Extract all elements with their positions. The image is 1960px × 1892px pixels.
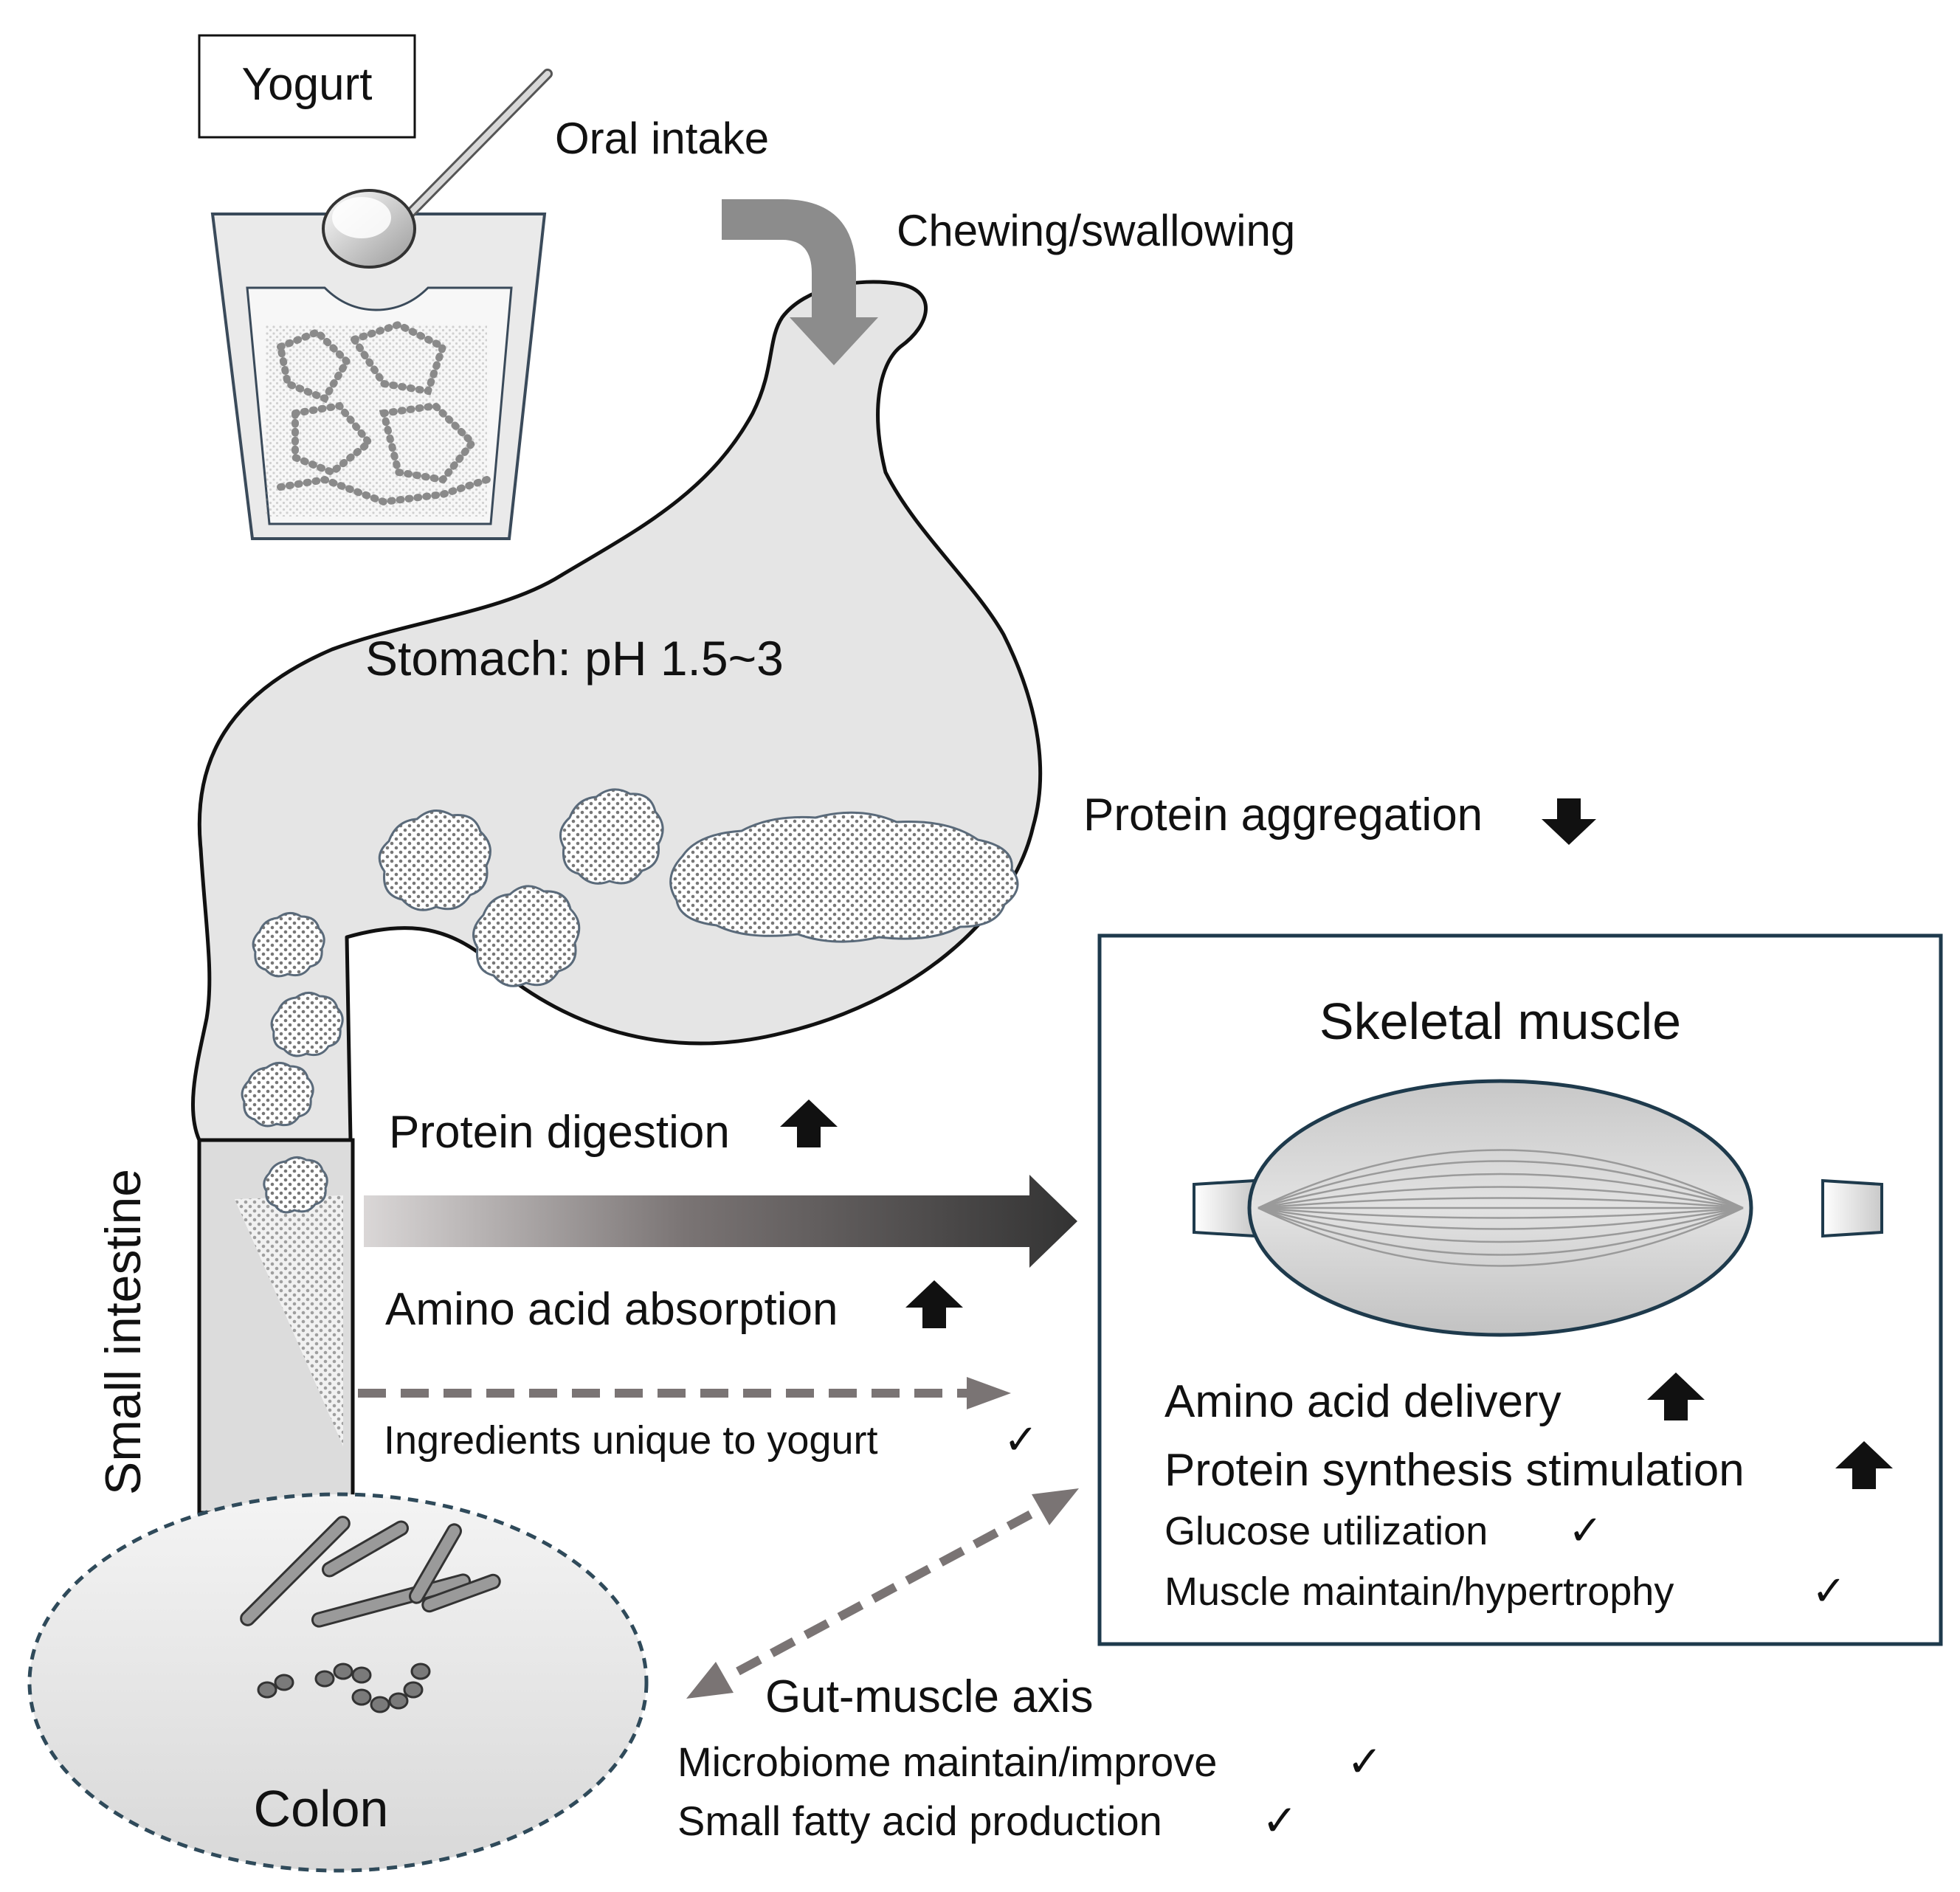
gut-muscle-axis-label: Gut-muscle axis <box>765 1671 1093 1722</box>
maintain-check-icon: ✓ <box>1812 1567 1846 1614</box>
microbiome-check-icon: ✓ <box>1347 1738 1383 1786</box>
glucose-check-icon: ✓ <box>1568 1507 1603 1553</box>
absorption-flow-arrow <box>364 1175 1077 1268</box>
gut-muscle-axis-arrow <box>686 1488 1079 1699</box>
small-intestine-label: Small intestine <box>95 1169 151 1495</box>
ingredients-dashed-arrow <box>358 1377 1011 1409</box>
chewing-label: Chewing/swallowing <box>897 206 1295 255</box>
aggregation-down-arrow <box>1542 798 1596 845</box>
delivery-up-arrow <box>1647 1373 1705 1420</box>
digestion-up-arrow <box>780 1099 838 1147</box>
spoon-icon <box>322 69 553 269</box>
skeletal-muscle-panel: Skeletal muscle Amino acid delivery Pro <box>1097 933 1943 1646</box>
bacteria-icon <box>240 1516 501 1713</box>
yogurt-protein-network <box>266 320 491 517</box>
colon: Colon <box>27 1492 649 1873</box>
protein-aggregation-label: Protein aggregation <box>1083 790 1483 840</box>
ingredients-unique-label: Ingredients unique to yogurt <box>384 1418 877 1463</box>
skeletal-muscle-title: Skeletal muscle <box>1319 992 1681 1050</box>
amino-acid-delivery-label: Amino acid delivery <box>1164 1376 1562 1427</box>
fatty-acid-label: Small fatty acid production <box>677 1798 1162 1844</box>
protein-aggregates <box>241 788 1019 1214</box>
colon-label: Colon <box>254 1780 389 1837</box>
oral-intake-label: Oral intake <box>555 114 769 163</box>
synthesis-up-arrow <box>1835 1441 1893 1489</box>
yogurt-cup <box>210 69 553 540</box>
fatty-acid-check-icon: ✓ <box>1262 1797 1298 1845</box>
protein-synthesis-label: Protein synthesis stimulation <box>1164 1445 1745 1496</box>
amino-acid-absorption-label: Amino acid absorption <box>385 1284 838 1335</box>
yogurt-label-box: Yogurt <box>198 34 416 139</box>
microbiome-label: Microbiome maintain/improve <box>677 1739 1217 1785</box>
stomach-label: Stomach: pH 1.5~3 <box>365 631 784 686</box>
glucose-utilization-label: Glucose utilization <box>1164 1509 1488 1553</box>
muscle-maintain-label: Muscle maintain/hypertrophy <box>1164 1570 1674 1614</box>
ingredients-check-icon: ✓ <box>1004 1416 1038 1463</box>
protein-digestion-label: Protein digestion <box>389 1107 730 1158</box>
muscle-icon <box>1193 1079 1883 1337</box>
yogurt-label: Yogurt <box>242 59 373 110</box>
absorption-up-arrow <box>905 1280 963 1328</box>
chewing-arrow <box>722 199 878 365</box>
